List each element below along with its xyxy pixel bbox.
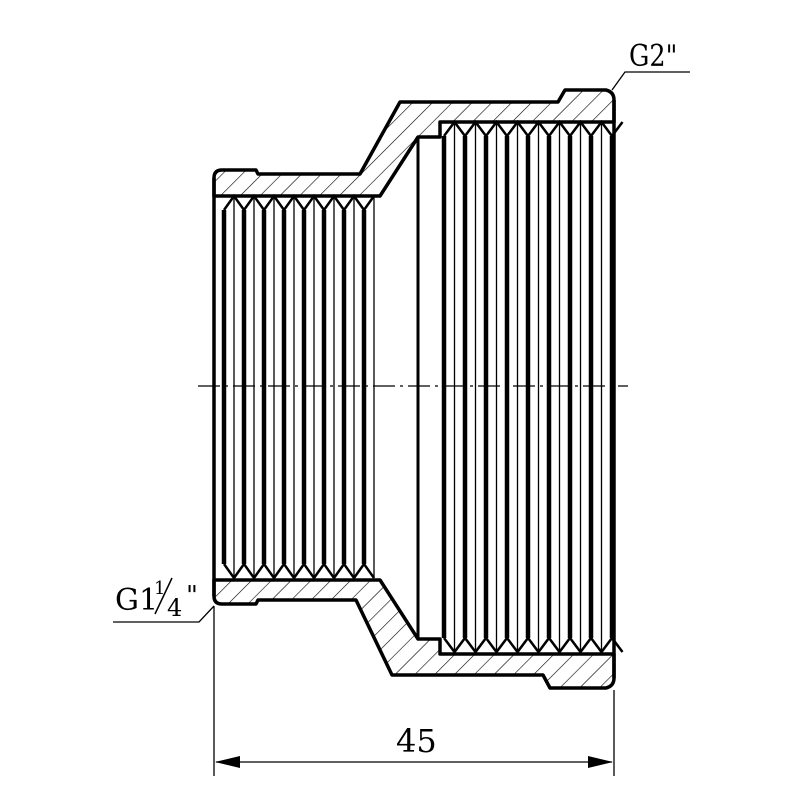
thread-label-small-denominator: 4 (167, 594, 182, 622)
thread-label-small-numerator: 1 (154, 578, 165, 599)
wall-section-top (212, 88, 616, 198)
fraction-slash (154, 577, 173, 615)
wall-section-bottom (212, 578, 616, 690)
leader-large-thread (611, 71, 690, 91)
thread-label-large: G2" (629, 38, 677, 74)
leader-small-thread (113, 605, 215, 623)
dimension-arrow-left (215, 756, 240, 768)
small-thread-profile-bottom (222, 561, 376, 581)
small-thread-profile-top (222, 193, 376, 213)
thread-label-small: G1 1 4 " (115, 577, 198, 622)
internal-threads (221, 119, 624, 655)
dimension-arrow-right (588, 756, 613, 768)
dimension-value: 45 (396, 722, 437, 760)
large-thread-profile-bottom (443, 635, 624, 655)
large-thread-profile-top (443, 119, 624, 139)
thread-label-small-suffix: " (186, 581, 198, 611)
thread-label-small-prefix: G1 (115, 583, 158, 618)
